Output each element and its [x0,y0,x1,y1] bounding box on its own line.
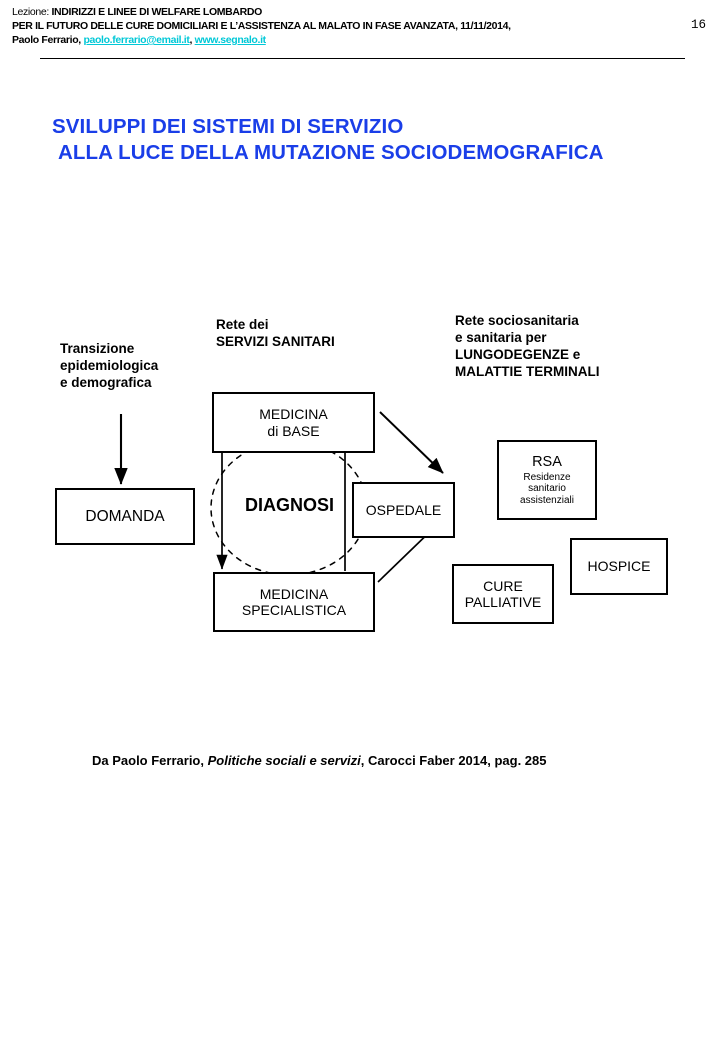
node-medicina-di-base-line-2: di BASE [267,422,320,439]
node-rsa-line-2: sanitario [528,483,566,495]
node-ospedale-label: OSPEDALE [365,501,442,518]
slide-header: Lezione: INDIRIZZI E LINEE DI WELFARE LO… [0,0,720,62]
caption-part-2: , Carocci Faber 2014, pag. 285 [360,753,547,768]
header-divider [40,58,685,59]
header-line-3: Paolo Ferrario, paolo.ferrario@email.it,… [12,34,266,46]
service-systems-diagram: Transizione epidemiologica e demografica… [0,290,720,660]
page-title: SVILUPPI DEI SISTEMI DI SERVIZIO ALLA LU… [52,114,702,166]
header-line-2: PER IL FUTURO DELLE CURE DOMICILIARI E L… [12,20,511,32]
node-medicina-di-base[interactable]: MEDICINA di BASE [212,392,375,453]
node-medicina-specialistica[interactable]: MEDICINA SPECIALISTICA [213,572,375,632]
caption-part-1: Da Paolo Ferrario, [92,753,208,768]
node-medicina-specialistica-line-1: MEDICINA [259,585,329,602]
page-title-line-2: ALLA LUCE DELLA MUTAZIONE SOCIODEMOGRAFI… [58,141,604,164]
demographic-transition-label: Transizione epidemiologica e demografica [60,341,159,390]
node-domanda[interactable]: DOMANDA [55,488,195,545]
header-website-link[interactable]: www.segnalo.it [194,34,266,46]
header-author: Paolo Ferrario, [12,34,84,46]
node-cure-palliative[interactable]: CURE PALLIATIVE [452,564,554,624]
diagnosi-label: DIAGNOSI [244,495,334,515]
node-rsa[interactable]: RSA Residenze sanitario assistenziali [497,440,597,520]
node-domanda-label: DOMANDA [85,507,165,525]
header-line-1: Lezione: INDIRIZZI E LINEE DI WELFARE LO… [12,6,262,18]
source-caption: Da Paolo Ferrario, Politiche sociali e s… [92,753,547,768]
header-separator: , [189,34,195,46]
header-email-link[interactable]: paolo.ferrario@email.it [83,34,190,46]
node-ospedale[interactable]: OSPEDALE [352,482,455,538]
node-rsa-line-3: assistenziali [520,494,574,506]
node-medicina-specialistica-line-2: SPECIALISTICA [241,602,347,618]
page-number: 16 [690,18,706,32]
node-medicina-di-base-line-1: MEDICINA [259,406,328,423]
header-course-title: INDIRIZZI E LINEE DI WELFARE LOMBARDO [51,6,262,18]
node-hospice-label: HOSPICE [587,558,651,575]
arrow-base-to-ospedale [379,411,444,474]
page-title-line-1: SVILUPPI DEI SISTEMI DI SERVIZIO [52,115,404,138]
header-lezione-prefix: Lezione: [12,6,52,18]
node-hospice[interactable]: HOSPICE [570,538,668,595]
node-cure-palliative-line-1: CURE [483,577,523,594]
node-cure-palliative-line-2: PALLIATIVE [464,594,542,610]
social-health-network-label: Rete sociosanitaria e sanitaria per LUNG… [455,313,600,379]
health-services-network-label: Rete dei SERVIZI SANITARI [216,317,335,349]
node-rsa-line-1: Residenze [523,471,571,483]
node-rsa-title: RSA [532,453,562,470]
caption-book-title: Politiche sociali e servizi [207,753,361,768]
